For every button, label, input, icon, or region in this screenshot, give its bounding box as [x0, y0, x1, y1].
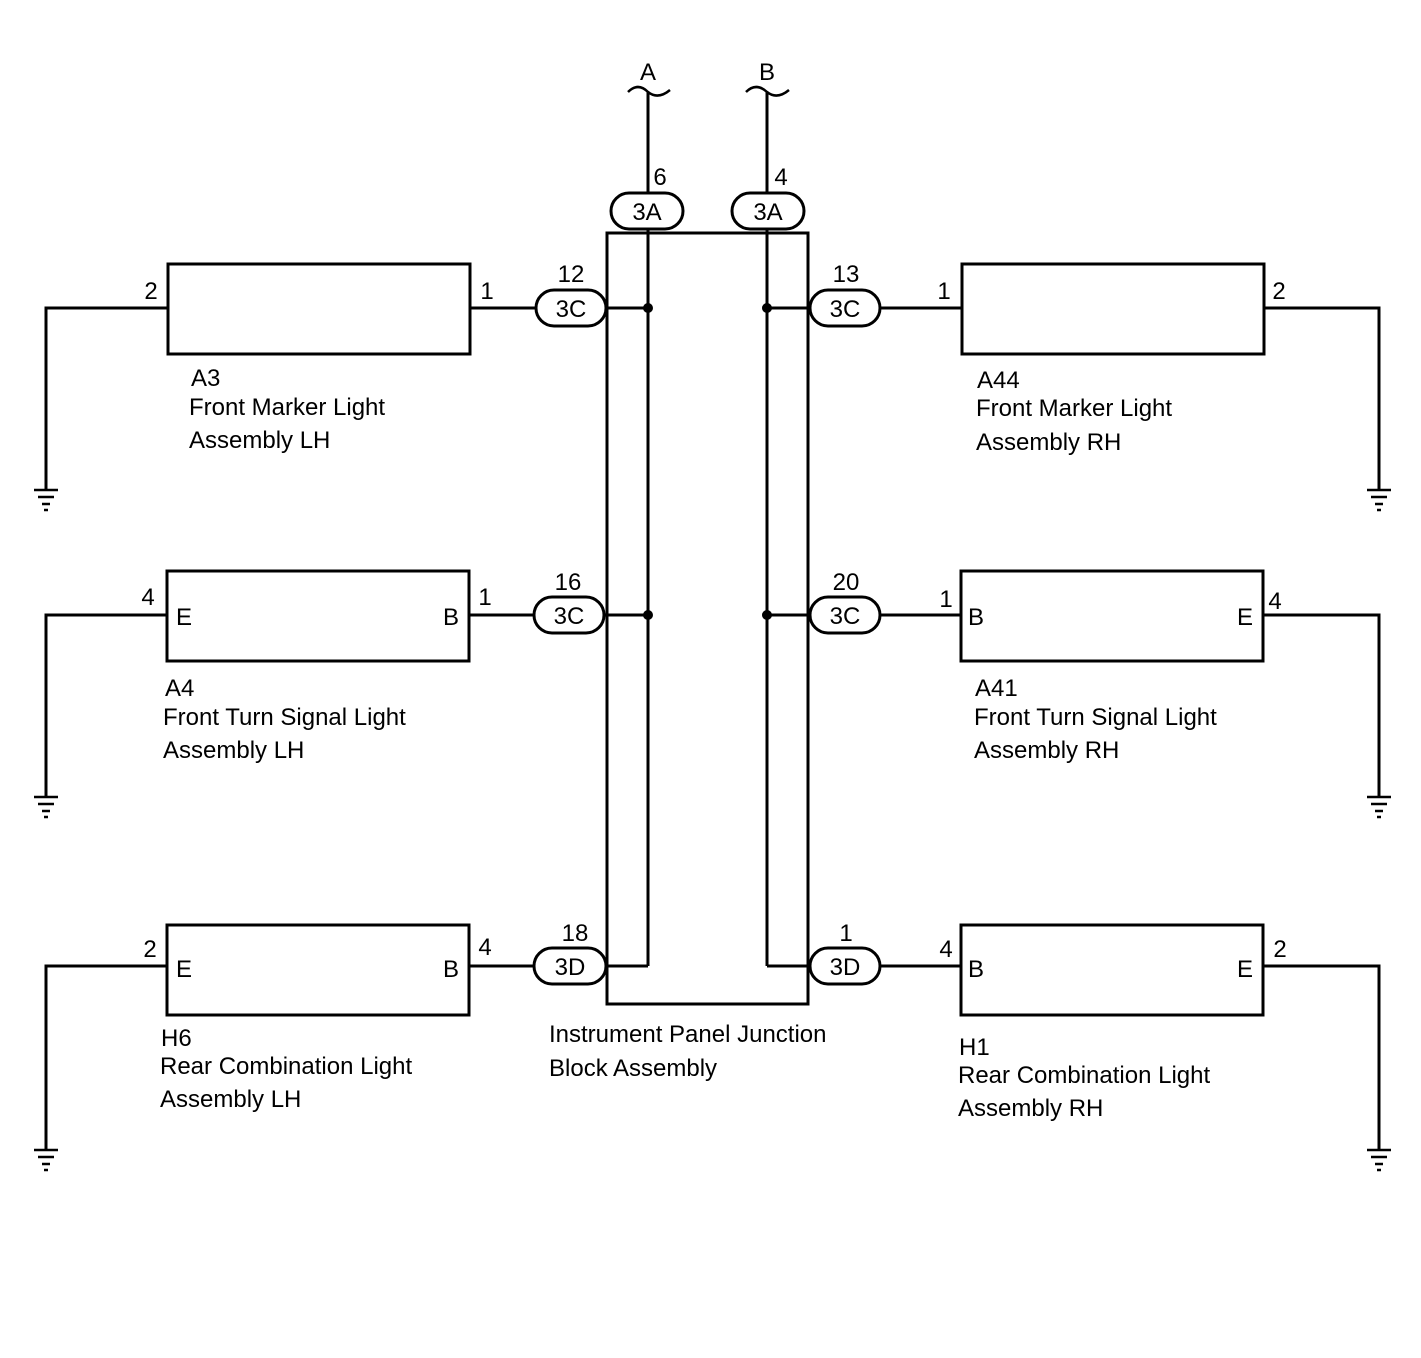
a4-left-terminal: E: [176, 604, 192, 631]
a3-name-line2: Assembly LH: [189, 427, 330, 454]
a41-ground-wire: [1263, 613, 1381, 797]
h6-feed-pin: 4: [478, 934, 491, 961]
a41-feed-pin: 1: [939, 586, 952, 613]
connector-3a-b: [730, 191, 806, 231]
a4-ground-pin: 4: [141, 584, 154, 611]
a44-name-line1: Front Marker Light: [976, 395, 1172, 422]
component-a3-box: [166, 262, 472, 356]
a3-junction-dot: [643, 303, 653, 313]
h6-left-terminal: E: [176, 956, 192, 983]
a4-name-line2: Assembly LH: [163, 737, 304, 764]
h1-id: H1: [959, 1034, 990, 1061]
junction-block-name-line2: Block Assembly: [549, 1055, 717, 1082]
a44-feed-pin: 1: [937, 278, 950, 305]
h6-ground-wire: [44, 964, 167, 1150]
junction-block-name-line1: Instrument Panel Junction: [549, 1021, 827, 1048]
a41-connector-pin: 20: [833, 569, 860, 596]
h6-connector-pin: 18: [562, 920, 589, 947]
a44-connector-label: 3C: [830, 296, 861, 323]
component-a3: 3C 12 1 2 A3 Front Marker Light Assembly…: [34, 261, 653, 512]
a4-junction-dot: [643, 610, 653, 620]
component-a4-box: [165, 569, 471, 663]
a3-ground-icon: [34, 488, 58, 512]
h1-connector-label: 3D: [830, 954, 861, 981]
a41-name-line2: Assembly RH: [974, 737, 1119, 764]
connector-3a-b-label: 3A: [753, 199, 782, 226]
a41-name-line1: Front Turn Signal Light: [974, 704, 1217, 731]
h1-ground-pin: 2: [1273, 936, 1286, 963]
a3-name-line1: Front Marker Light: [189, 394, 385, 421]
a3-ground-wire: [44, 306, 168, 490]
component-a41: B E 3C 20 1 4 A41 Front Turn Signal Ligh…: [762, 569, 1391, 819]
h1-left-terminal: B: [968, 956, 984, 983]
component-h6: E B 3D 18 4 2 H6 Rear Combination Light …: [34, 920, 648, 1172]
a44-name-line2: Assembly RH: [976, 429, 1121, 456]
a3-feed-pin: 1: [480, 278, 493, 305]
h6-name-line2: Assembly LH: [160, 1086, 301, 1113]
a41-ground-icon: [1367, 795, 1391, 819]
a41-right-terminal: E: [1237, 604, 1253, 631]
connector-3a-b-pin: 4: [774, 164, 787, 191]
a44-ground-icon: [1367, 488, 1391, 512]
a41-left-terminal: B: [968, 604, 984, 631]
component-h1-box: [959, 923, 1265, 1017]
h6-ground-pin: 2: [143, 936, 156, 963]
a4-feed-pin: 1: [478, 584, 491, 611]
component-a41-box: [959, 569, 1265, 663]
component-h1: B E 3D 1 4 2 H1 Rear Combination Light A…: [767, 920, 1391, 1172]
a44-id: A44: [977, 367, 1020, 394]
a44-ground-pin: 2: [1272, 278, 1285, 305]
h6-id: H6: [161, 1025, 192, 1052]
h6-name-line1: Rear Combination Light: [160, 1053, 412, 1080]
h6-connector-label: 3D: [555, 954, 586, 981]
a4-ground-wire: [44, 613, 167, 797]
component-a4: E B 3C 16 1 4 A4 Front Turn Signal Light…: [34, 569, 653, 819]
a4-ground-icon: [34, 795, 58, 819]
a41-id: A41: [975, 675, 1018, 702]
junction-block: [605, 231, 810, 1006]
h1-name-line1: Rear Combination Light: [958, 1062, 1210, 1089]
h6-ground-icon: [34, 1148, 58, 1172]
h1-ground-wire: [1263, 964, 1381, 1150]
h1-ground-icon: [1367, 1148, 1391, 1172]
a4-connector-pin: 16: [555, 569, 582, 596]
a4-connector-label: 3C: [554, 603, 585, 630]
connector-3a-a-label: 3A: [632, 199, 661, 226]
a4-name-line1: Front Turn Signal Light: [163, 704, 406, 731]
a41-connector-label: 3C: [830, 603, 861, 630]
component-a44-box: [960, 262, 1266, 356]
a3-ground-pin: 2: [144, 278, 157, 305]
h1-feed-pin: 4: [939, 936, 952, 963]
h1-name-line2: Assembly RH: [958, 1095, 1103, 1122]
a41-ground-pin: 4: [1268, 588, 1281, 615]
a4-id: A4: [165, 675, 194, 702]
a4-right-terminal: B: [443, 604, 459, 631]
feed-b-label: B: [759, 59, 775, 86]
a3-connector-pin: 12: [558, 261, 585, 288]
feed-a-label: A: [640, 59, 656, 86]
a41-junction-dot: [762, 610, 772, 620]
a3-id: A3: [191, 365, 220, 392]
a44-junction-dot: [762, 303, 772, 313]
h1-right-terminal: E: [1237, 956, 1253, 983]
h1-connector-pin: 1: [839, 920, 852, 947]
h6-right-terminal: B: [443, 956, 459, 983]
connector-3a-a-pin: 6: [653, 164, 666, 191]
connector-3a-a: [609, 191, 685, 231]
component-a44: 3C 13 1 2 A44 Front Marker Light Assembl…: [762, 261, 1391, 512]
component-h6-box: [165, 923, 471, 1017]
a44-connector-pin: 13: [833, 261, 860, 288]
a3-connector-label: 3C: [556, 296, 587, 323]
a44-ground-wire: [1264, 306, 1381, 490]
